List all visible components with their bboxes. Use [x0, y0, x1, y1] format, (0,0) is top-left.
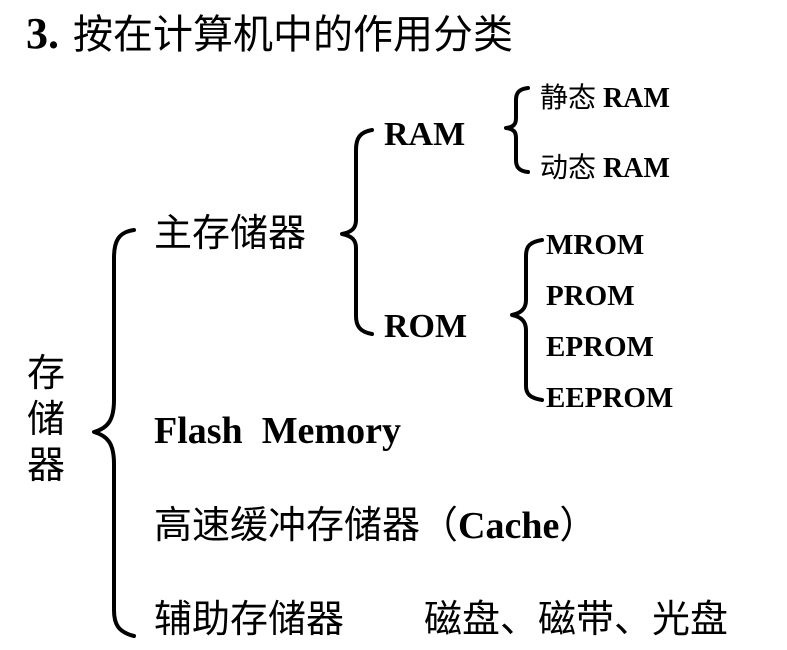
rom-label: ROM — [384, 308, 468, 345]
rom-child: EEPROM — [546, 382, 674, 414]
auxiliary-memory-label: 辅助存储器 — [154, 597, 345, 641]
auxiliary-examples: 磁盘、磁带、光盘 — [424, 597, 729, 641]
root-char: 存 — [26, 351, 65, 395]
flash-memory-label: Flash Memory — [154, 410, 401, 452]
main-memory-brace — [340, 128, 374, 336]
rom-child: EPROM — [546, 331, 654, 363]
ram-brace — [504, 86, 530, 174]
cache-close: ） — [559, 503, 598, 547]
rom-child: PROM — [546, 280, 635, 312]
rom-brace — [510, 238, 544, 402]
ram-child-static: 静态 RAM — [540, 84, 670, 113]
title-text: 按在计算机中的作用分类 — [73, 12, 513, 58]
cache-label: 高速缓冲存储器（Cache） — [154, 506, 597, 545]
root-label: 存 储 器 — [24, 350, 68, 488]
ram-label: RAM — [384, 116, 466, 153]
ram-child-dynamic: 动态 RAM — [540, 154, 670, 183]
ram-child-lat: RAM — [603, 83, 670, 114]
ram-child-cjk: 动态 — [540, 151, 597, 184]
cache-cjk: 高速缓冲存储器（ — [154, 503, 459, 547]
title-number: 3. — [26, 9, 59, 58]
root-char: 储 — [26, 397, 65, 441]
rom-child: MROM — [546, 229, 645, 261]
slide-title: 3. 按在计算机中的作用分类 — [26, 12, 513, 56]
root-char: 器 — [26, 443, 65, 487]
ram-child-cjk: 静态 — [540, 81, 597, 114]
cache-lat: Cache — [458, 505, 560, 547]
ram-child-lat: RAM — [603, 153, 670, 184]
root-brace — [92, 228, 136, 638]
main-memory-label: 主存储器 — [154, 211, 307, 255]
